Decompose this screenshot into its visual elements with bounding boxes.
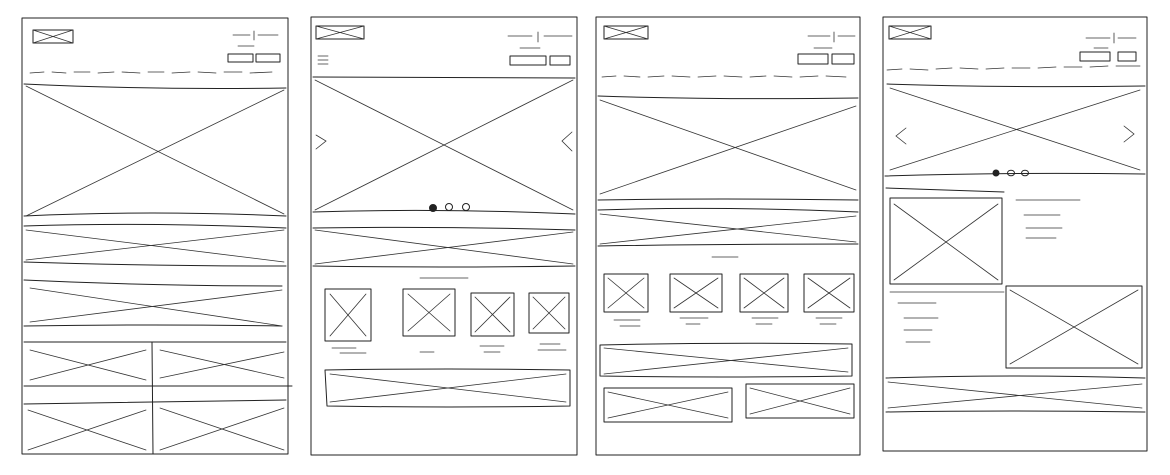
banner-image-placeholder-icon: [324, 368, 571, 408]
tile-grid: [603, 383, 855, 423]
carousel-dot-icon[interactable]: [462, 203, 470, 211]
header-button: [255, 53, 281, 63]
carousel-dot-icon[interactable]: [992, 169, 1000, 177]
nav-dashed: [29, 71, 273, 74]
carousel: [312, 79, 576, 215]
chevron-left-icon[interactable]: [561, 131, 573, 152]
image-placeholder-icon: [669, 273, 723, 313]
header-links: [507, 31, 573, 49]
product-captions: [331, 343, 567, 354]
image-placeholder-icon: [470, 292, 515, 337]
feature-row: [889, 285, 1143, 369]
banner-image-placeholder-icon: [23, 223, 287, 267]
image-placeholder-icon: [1005, 285, 1143, 369]
wireframe-2: [310, 16, 578, 456]
chevron-right-icon[interactable]: [1123, 125, 1135, 143]
header-button: [1079, 51, 1111, 62]
nav-dashed: [886, 65, 1141, 71]
tile-grid: [23, 341, 293, 455]
image-placeholder-icon: [402, 288, 456, 337]
logo-placeholder-icon: [888, 25, 932, 40]
phone-frame: [595, 16, 861, 456]
header: [29, 29, 281, 74]
header-button: [227, 53, 254, 63]
header-button: [549, 55, 571, 66]
image-placeholder-icon: [603, 387, 733, 423]
header-button: [509, 55, 547, 66]
carousel: [884, 83, 1146, 177]
header-button: [831, 53, 855, 65]
phone-frame: [310, 16, 578, 456]
image-placeholder-icon: [159, 349, 285, 379]
carousel-dot-icon[interactable]: [429, 204, 437, 212]
header: [601, 25, 856, 78]
wireframe-1: [21, 17, 293, 455]
carousel-dot-icon[interactable]: [445, 203, 453, 211]
header-links: [1085, 32, 1137, 49]
carousel-dot-icon[interactable]: [1007, 169, 1015, 177]
hero-image-placeholder-icon: [597, 95, 859, 201]
logo-placeholder-icon: [603, 25, 649, 40]
header-links: [232, 30, 279, 47]
product-tiles: [603, 273, 855, 313]
image-placeholder-icon: [803, 273, 855, 313]
product-tiles: [324, 288, 570, 342]
logo-placeholder-icon: [32, 29, 74, 44]
feature-row: [885, 187, 1081, 285]
hamburger-menu-icon: [317, 55, 329, 65]
banner-image-placeholder-icon: [885, 375, 1146, 413]
nav-divider: [312, 76, 576, 79]
phone-frame: [21, 17, 289, 455]
banner-image-placeholder-icon: [597, 207, 859, 247]
wireframe-4: [882, 16, 1148, 452]
chevron-left-icon[interactable]: [895, 127, 907, 145]
image-placeholder-icon: [739, 273, 789, 313]
nav-dashed: [601, 75, 847, 78]
hero-image-placeholder-icon: [889, 87, 1141, 171]
logo-placeholder-icon: [315, 25, 365, 40]
hero-image-placeholder-icon: [23, 83, 287, 217]
carousel-dot-icon[interactable]: [1021, 169, 1029, 177]
image-placeholder-icon: [603, 273, 649, 313]
header: [312, 25, 576, 79]
image-placeholder-icon: [324, 288, 372, 342]
wireframe-3: [595, 16, 861, 456]
header: [886, 25, 1141, 71]
banner-image-placeholder-icon: [23, 279, 283, 327]
product-captions: [613, 317, 843, 327]
banner-image-placeholder-icon: [599, 342, 853, 378]
image-placeholder-icon: [889, 197, 1003, 285]
header-button: [797, 53, 829, 65]
header-links: [807, 31, 856, 49]
image-placeholder-icon: [528, 292, 570, 334]
header-button: [1117, 51, 1137, 62]
chevron-right-icon[interactable]: [315, 134, 327, 150]
image-placeholder-icon: [745, 383, 855, 419]
phone-frame: [882, 16, 1148, 452]
banner-image-placeholder-icon: [312, 226, 576, 268]
